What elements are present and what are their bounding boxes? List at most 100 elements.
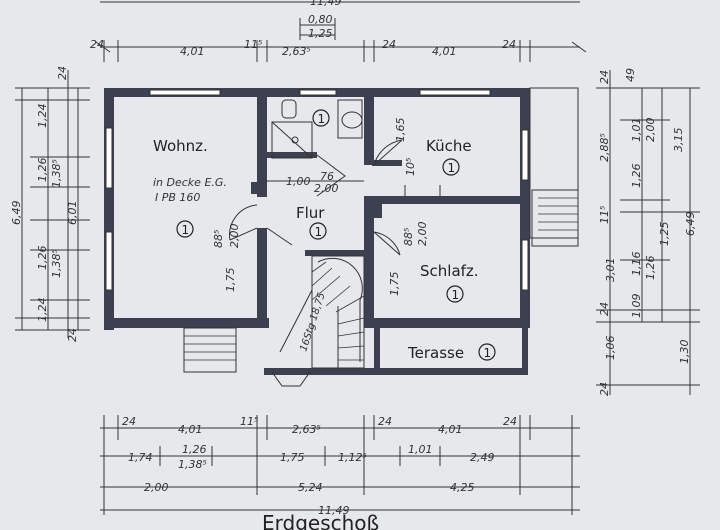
int-dim-4: 88⁵	[212, 230, 225, 248]
int-dim-1: 1,00	[286, 175, 311, 188]
right-dim-11: 1,16	[630, 252, 643, 277]
int-dim-7: 88⁵	[402, 228, 415, 246]
left-dim-2: 1,26	[36, 158, 49, 183]
right-dimension-lines: 24 49 1,01 2,00 2,88⁵ 3,15 1,26 11⁵ 1,25…	[596, 68, 700, 396]
bottom-r1-2: 11⁵	[240, 415, 258, 428]
svg-text:1: 1	[484, 346, 492, 360]
svg-text:1: 1	[318, 112, 326, 126]
top-dim-1: 4,01	[180, 45, 205, 58]
left-dimension-lines: 24 1,24 1,26 1,38⁵ 6,01 1,26 1,38⁵ 1,24 …	[10, 66, 90, 342]
int-dim-8: 2,00	[416, 222, 429, 247]
bottom-r2-6: 2,49	[470, 451, 495, 464]
bottom-r1-0: 24	[122, 415, 136, 428]
exterior-steps	[183, 87, 579, 387]
svg-text:1: 1	[182, 223, 190, 237]
beam-note-line1: in Decke E.G.	[153, 176, 227, 189]
bottom-r2-2: 1,38⁵	[178, 458, 207, 471]
top-dim-0: 24	[90, 38, 104, 51]
right-dim-14: 1,09	[630, 294, 643, 319]
top-dim-4: 24	[382, 38, 396, 51]
right-dim-8: 1,25	[658, 222, 671, 247]
room-marker-kueche: 1	[442, 158, 460, 176]
int-dim-5: 2,00	[228, 224, 241, 249]
int-dim-9: 1,75	[388, 272, 401, 297]
door-swings	[229, 139, 441, 256]
room-labels: Wohnz. Küche Flur Schlafz. Terasse	[153, 137, 479, 362]
top-dim-overall: 11,49	[310, 0, 342, 8]
right-dim-4: 2,88⁵	[598, 133, 611, 162]
right-dim-2: 1,01	[630, 118, 643, 143]
top-dim-5: 4,01	[432, 45, 457, 58]
svg-text:1: 1	[452, 288, 460, 302]
int-dim-6: 1,75	[224, 268, 237, 293]
bottom-r1-4: 24	[378, 415, 392, 428]
top-dimension-lines: 11,49 0,80 1,25 24 4,01 11⁵ 2,63⁵ 24 4,0…	[90, 0, 587, 62]
beam-note-line2: I PB 160	[155, 191, 200, 204]
top-dim-2: 11⁵	[244, 38, 262, 51]
room-label-kueche: Küche	[426, 137, 472, 155]
bottom-r1-5: 4,01	[438, 423, 463, 436]
bottom-r2-1: 1,26	[182, 443, 207, 456]
bottom-r1-3: 2,63⁵	[292, 423, 321, 436]
right-dim-7: 11⁵	[598, 206, 611, 224]
svg-text:1: 1	[315, 225, 323, 239]
room-label-wohnz: Wohnz.	[153, 137, 208, 155]
top-dim-3: 2,63⁵	[282, 45, 311, 58]
right-dim-13: 24	[598, 302, 611, 316]
bottom-r2-4: 1,12⁵	[338, 451, 367, 464]
room-marker-bad: 1	[312, 109, 330, 127]
right-dim-12: 1,26	[644, 256, 657, 281]
svg-text:1: 1	[448, 161, 456, 175]
int-dim-2: 76	[320, 170, 334, 183]
right-dim-5: 3,15	[672, 128, 685, 153]
bathroom-fixtures	[271, 99, 363, 159]
bottom-dim-overall: 11,49	[318, 504, 350, 517]
right-dim-17: 24	[598, 382, 611, 396]
bottom-dimension-lines: 24 4,01 11⁵ 2,63⁵ 24 4,01 24 1,74 1,26 1…	[100, 415, 580, 517]
right-dim-9: 6,49	[684, 212, 697, 237]
left-dim-8: 24	[66, 328, 79, 342]
left-dim-1: 1,24	[36, 104, 49, 129]
floor-title: Erdgeschoß	[262, 511, 379, 530]
room-label-flur: Flur	[296, 204, 325, 222]
int-dim-0: 1,65	[394, 118, 407, 143]
right-dim-16: 1,30	[678, 340, 691, 365]
bottom-r1-6: 24	[503, 415, 517, 428]
int-dim-10: 10⁵	[404, 158, 417, 176]
stairs-note: 16Stg 18,75	[298, 291, 327, 353]
bottom-r1-1: 4,01	[178, 423, 203, 436]
bottom-r2-5: 1,01	[408, 443, 433, 456]
room-markers: 1 1 1 1 1 1	[176, 109, 496, 361]
stairs	[279, 255, 365, 369]
bottom-r3-2: 4,25	[450, 481, 475, 494]
bottom-r2-0: 1,74	[128, 451, 153, 464]
left-dim-3: 1,38⁵	[50, 159, 63, 188]
right-dim-3: 2,00	[644, 118, 657, 143]
left-dim-9: 6,49	[10, 201, 23, 226]
left-dim-7: 1,24	[36, 298, 49, 323]
room-marker-terasse: 1	[478, 343, 496, 361]
right-dim-10: 3,01	[604, 258, 617, 283]
bottom-r3-1: 5,24	[298, 481, 323, 494]
left-dim-0: 24	[56, 66, 69, 80]
room-label-schlafz: Schlafz.	[420, 262, 479, 280]
bottom-r2-3: 1,75	[280, 451, 305, 464]
room-marker-flur: 1	[309, 222, 327, 240]
right-dim-0: 24	[598, 70, 611, 84]
outer-walls	[104, 88, 530, 375]
top-dim-6: 24	[502, 38, 516, 51]
left-dim-4: 6,01	[66, 201, 79, 226]
right-dim-1: 49	[624, 68, 637, 82]
bottom-r3-0: 2,00	[144, 481, 169, 494]
right-dim-15: 1,06	[604, 336, 617, 361]
room-marker-schlafz: 1	[446, 285, 464, 303]
left-dim-6: 1,38⁵	[50, 249, 63, 278]
right-dim-6: 1,26	[630, 164, 643, 189]
interior-walls	[251, 97, 528, 372]
top-dim-window-a: 0,80	[308, 13, 333, 26]
left-dim-5: 1,26	[36, 246, 49, 271]
int-dim-3: 2,00	[314, 182, 339, 195]
room-label-terasse: Terasse	[407, 344, 464, 362]
interior-dimensions: 1,65 1,00 76 2,00 88⁵ 2,00 1,75 88⁵ 2,00…	[212, 118, 429, 297]
